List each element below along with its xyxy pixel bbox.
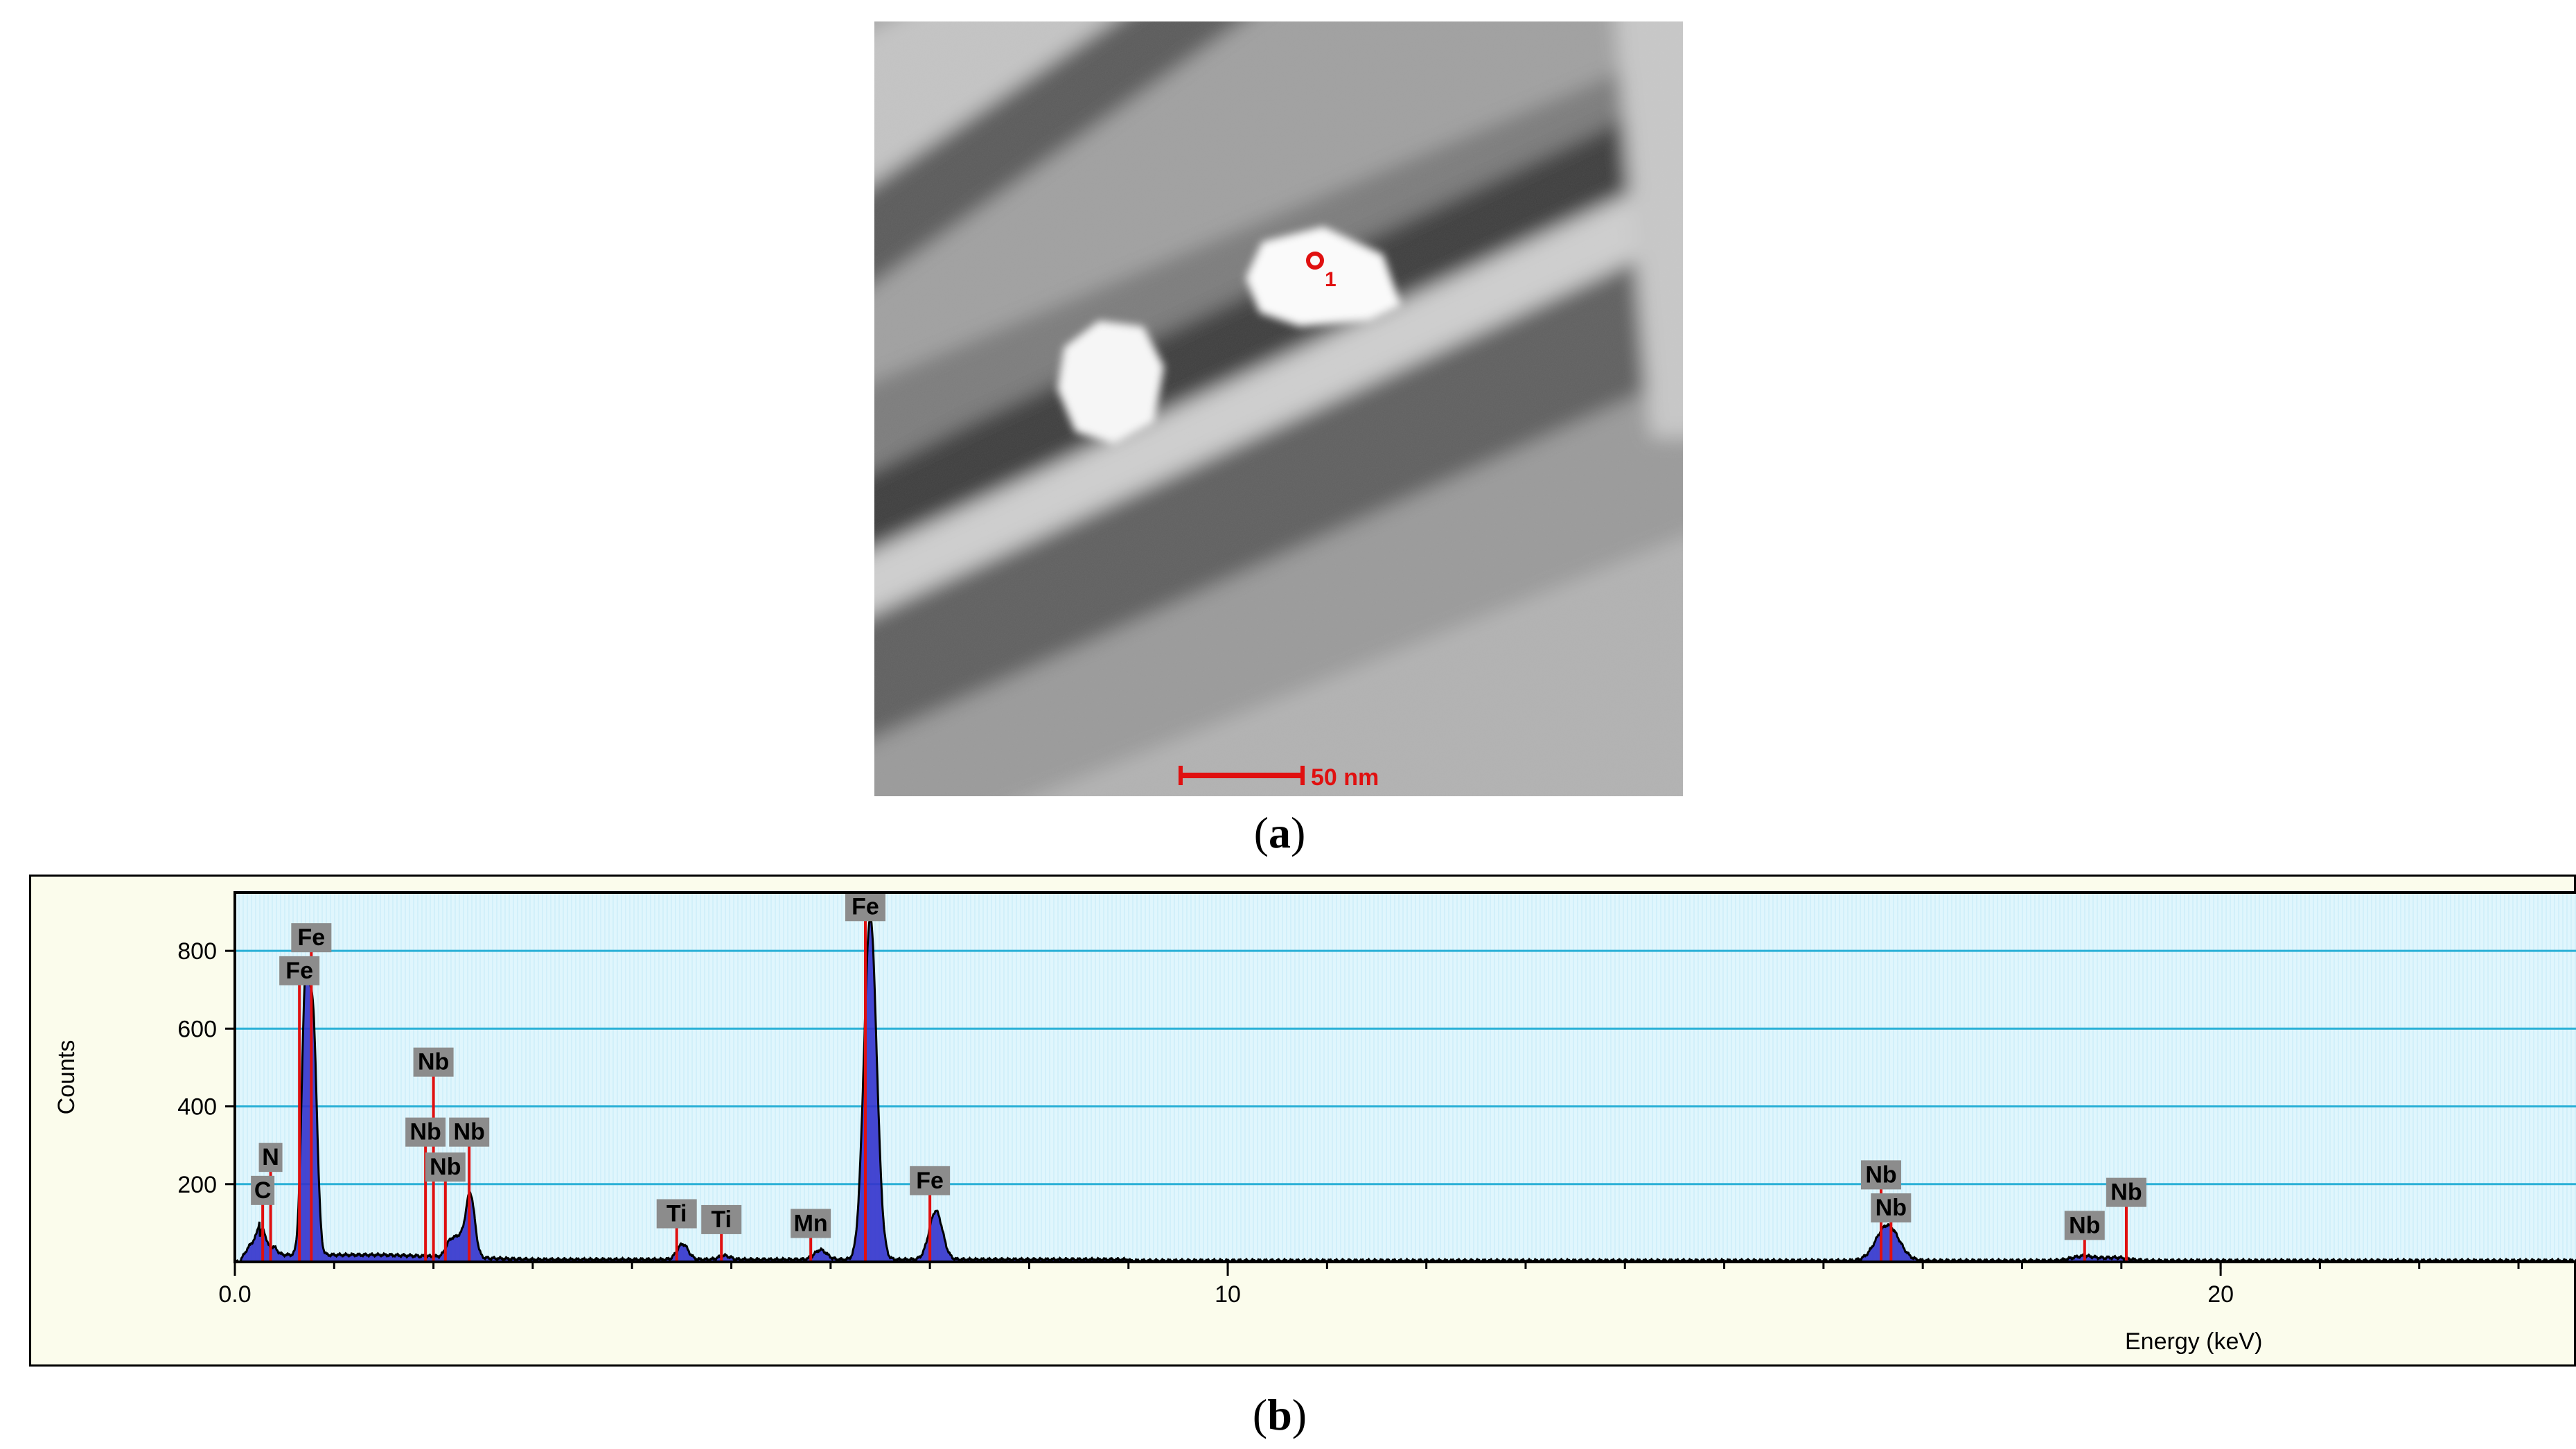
element-tag-label: Nb	[430, 1154, 461, 1180]
element-tag: Nb	[405, 1117, 446, 1147]
y-axis-title: Counts	[53, 1040, 80, 1115]
panel-label-a: (a)	[1253, 808, 1306, 857]
element-tag-box	[910, 1166, 951, 1195]
element-tag-label: N	[262, 1144, 279, 1170]
element-tag-box	[425, 1152, 466, 1182]
element-tag: Fe	[291, 923, 332, 953]
y-tick-label: 600	[177, 1016, 217, 1042]
element-tag-label: Nb	[2110, 1179, 2142, 1206]
element-tag-label: Fe	[285, 958, 313, 984]
element-tag: Nb	[449, 1117, 490, 1147]
element-tag-box	[279, 956, 320, 985]
panel-label-b-letter: b	[1267, 1390, 1292, 1439]
element-tag: Nb	[1860, 1160, 1901, 1190]
panel-label-a-letter: a	[1269, 808, 1291, 857]
element-tag-box	[258, 1143, 283, 1173]
element-tag-box	[2064, 1211, 2105, 1240]
x-tick-label: 0.0	[218, 1281, 251, 1308]
element-tag: C	[251, 1175, 275, 1205]
plot-area	[235, 893, 2576, 1262]
element-tag-box	[1860, 1160, 1901, 1190]
element-tag: Fe	[910, 1166, 951, 1195]
element-tag-box	[251, 1175, 275, 1205]
precipitates	[1057, 227, 1401, 444]
element-tag-label: Mn	[794, 1211, 828, 1237]
element-tag-label: Nb	[418, 1049, 449, 1075]
element-tag-box	[791, 1209, 831, 1238]
y-tick-label: 800	[177, 938, 217, 965]
element-tag-label: Ti	[667, 1201, 687, 1227]
panel-label-b: (b)	[1252, 1390, 1307, 1439]
element-tag-box	[413, 1047, 454, 1077]
y-tick-label: 200	[177, 1172, 217, 1198]
element-tag-box	[845, 892, 885, 922]
x-tick-label: 10	[1215, 1281, 1241, 1308]
micrograph-image: 1 50 nm	[874, 21, 1683, 796]
element-tag-box	[701, 1204, 742, 1234]
element-tag: Nb	[425, 1152, 466, 1182]
x-axis-title: Energy (keV)	[2125, 1328, 2262, 1355]
precipitate-lower	[1057, 321, 1164, 444]
element-tag: N	[258, 1143, 283, 1173]
element-tag: Nb	[1871, 1193, 1912, 1223]
element-tag-label: Ti	[711, 1206, 732, 1233]
element-tag-box	[405, 1117, 446, 1147]
element-tag-label: Nb	[1865, 1161, 1896, 1188]
element-tag: Ti	[701, 1204, 742, 1234]
element-tag: Nb	[2106, 1177, 2146, 1207]
element-tag-label: Nb	[454, 1119, 485, 1145]
element-tag-label: Nb	[2069, 1212, 2100, 1238]
element-tag-box	[2106, 1177, 2146, 1207]
element-tag-label: C	[254, 1177, 272, 1204]
element-tag: Nb	[2064, 1211, 2105, 1240]
element-tag: Nb	[413, 1047, 454, 1077]
marker-label: 1	[1325, 268, 1336, 291]
element-tag-label: Nb	[409, 1119, 441, 1145]
element-tag: Fe	[845, 892, 885, 922]
element-tag-label: Nb	[1876, 1195, 1907, 1221]
element-tag-label: Fe	[298, 924, 326, 951]
element-tag: Ti	[656, 1199, 697, 1229]
micrograph-overlay: 1 50 nm	[1179, 252, 1379, 791]
element-tag-box	[449, 1117, 490, 1147]
y-tick-label: 400	[177, 1094, 217, 1121]
plot-frame	[233, 891, 2576, 1263]
element-tag: Mn	[791, 1209, 831, 1238]
x-tick-label: 20	[2207, 1281, 2234, 1308]
scale-bar-label: 50 nm	[1311, 764, 1379, 791]
micrograph-svg	[874, 21, 1683, 796]
element-tag-label: Fe	[916, 1168, 944, 1194]
element-tag-box	[656, 1199, 697, 1229]
element-tag: Fe	[279, 956, 320, 985]
element-tag-box	[1871, 1193, 1912, 1223]
axes: 200 400 600 800 0.0 10 20	[177, 891, 2576, 1308]
element-tag-box	[291, 923, 332, 953]
element-tag-label: Fe	[852, 893, 879, 920]
precipitate-upper	[1246, 227, 1401, 326]
measurement-marker-icon	[1306, 252, 1324, 270]
